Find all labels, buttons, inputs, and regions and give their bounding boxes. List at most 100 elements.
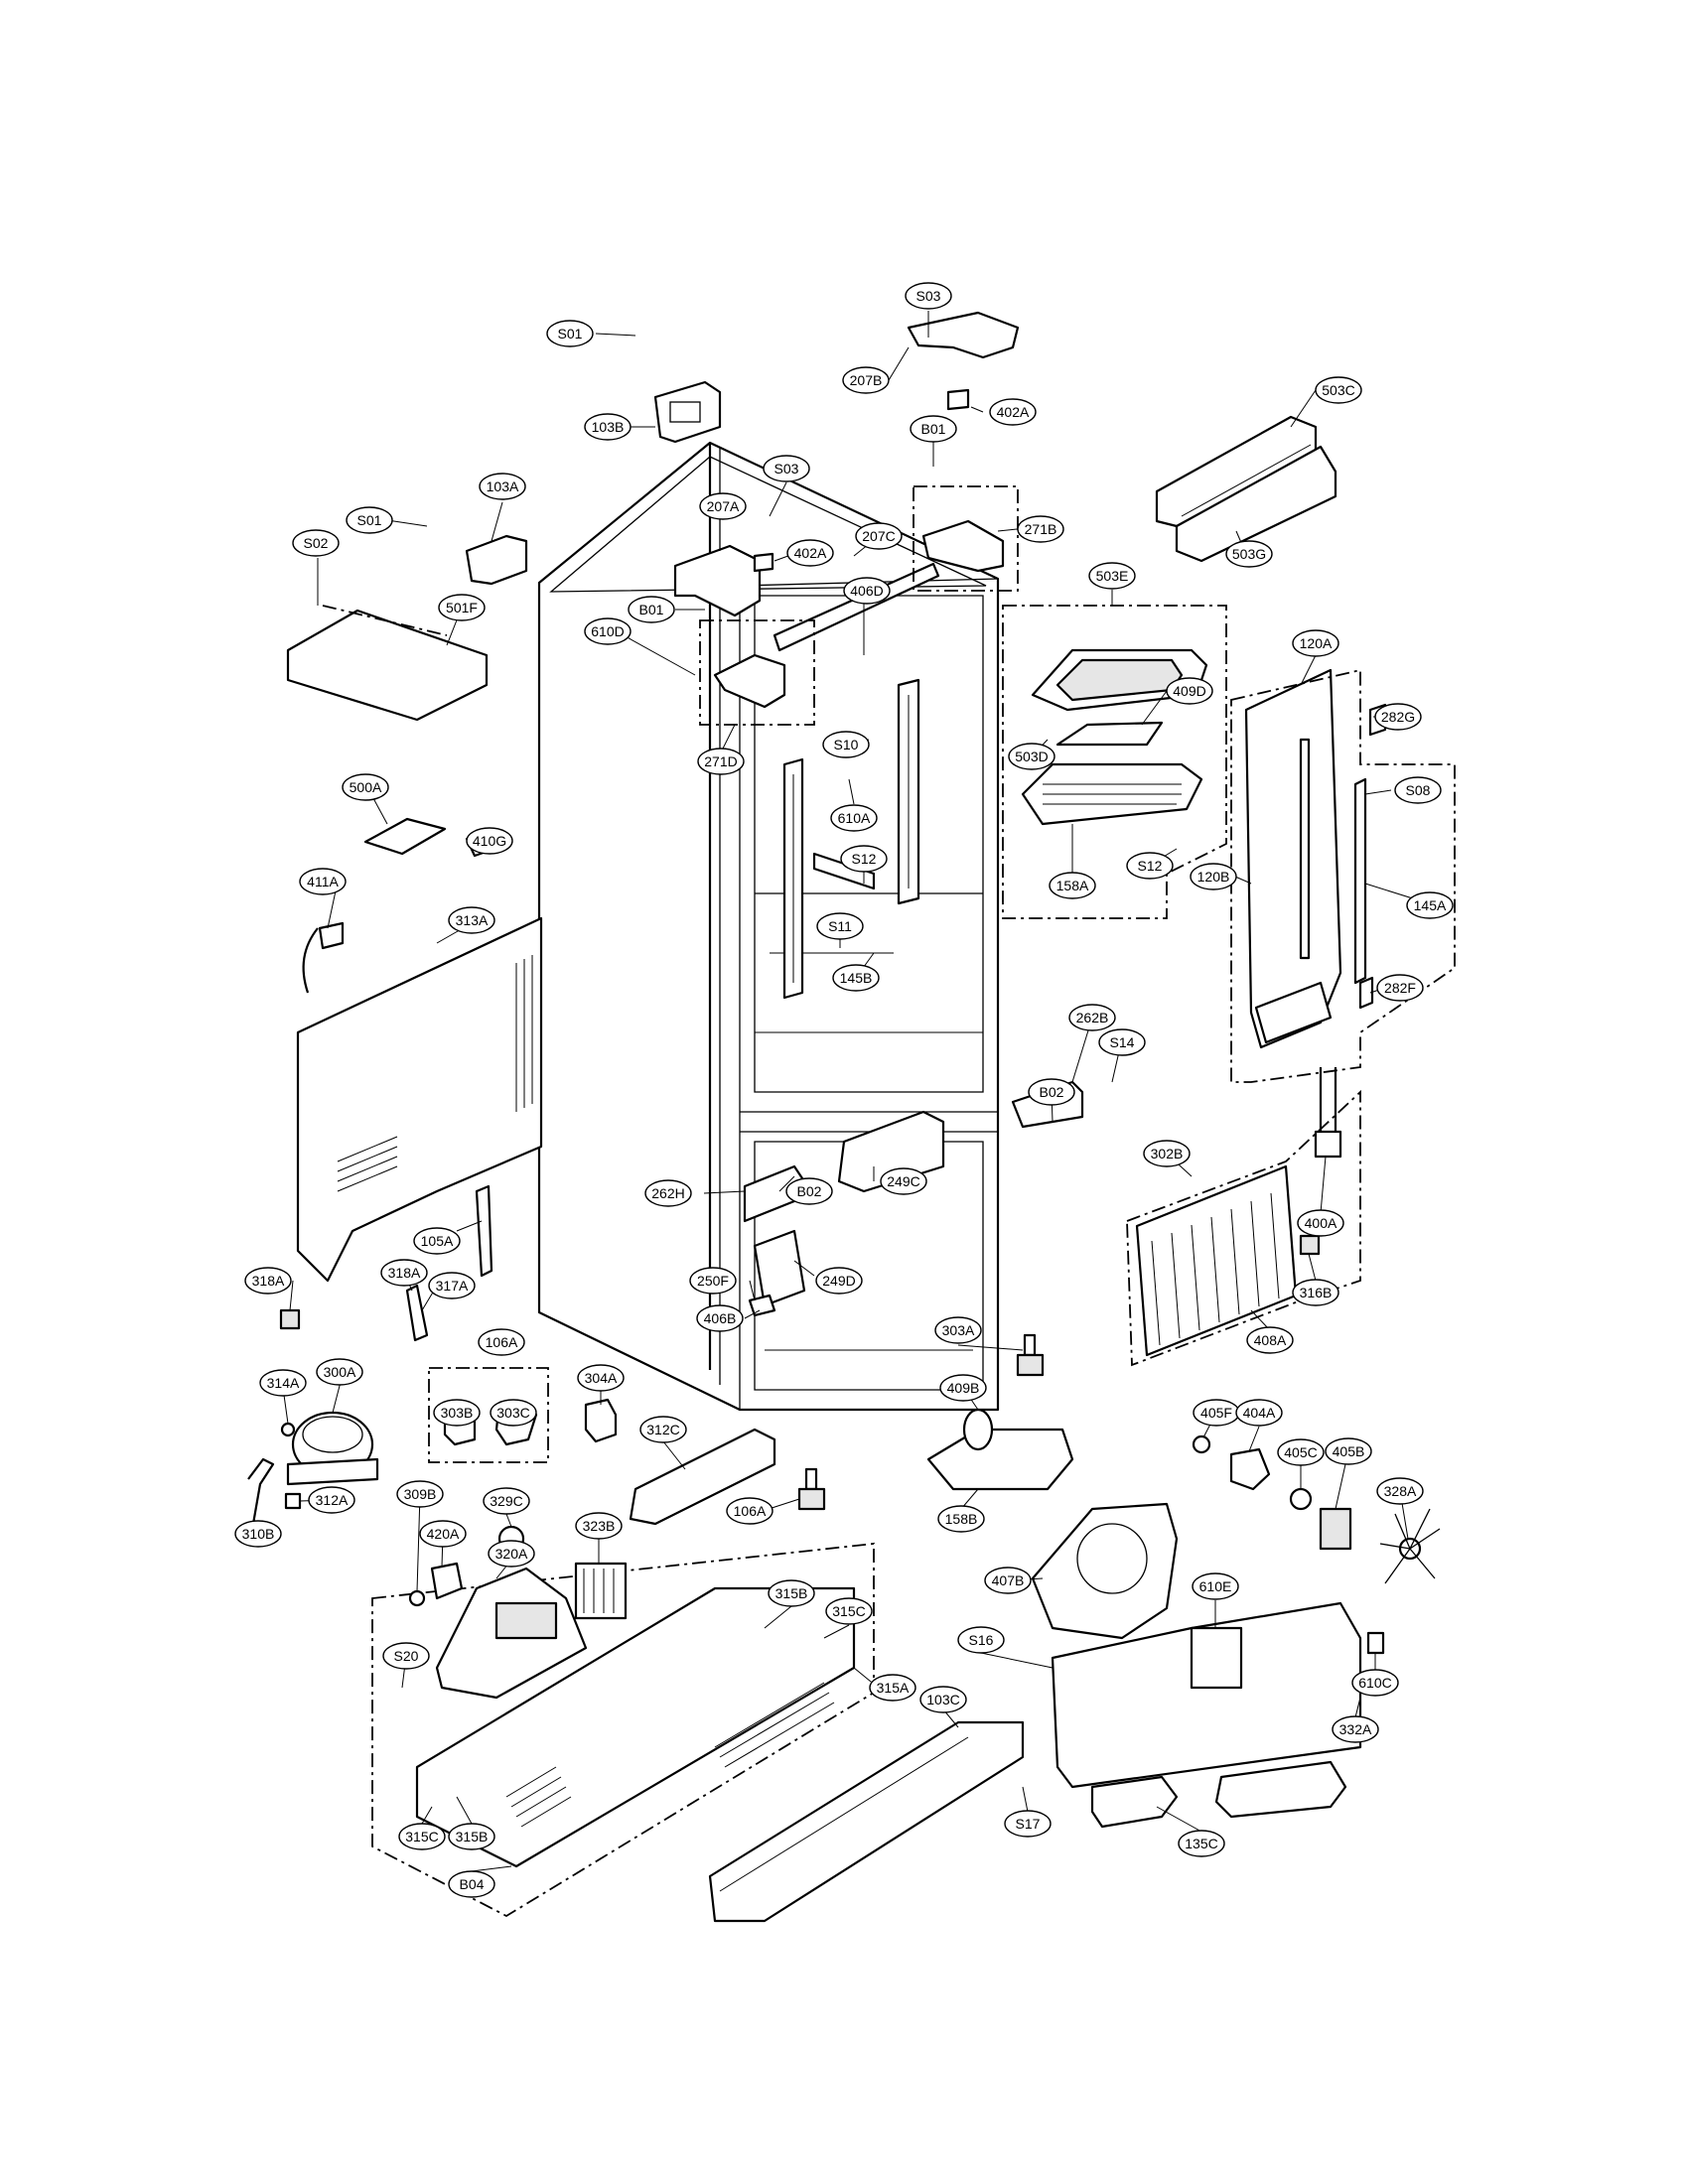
part-label: 271D	[697, 748, 745, 775]
part-label: 312A	[308, 1486, 355, 1514]
part-label-bubble	[479, 473, 526, 500]
evap-plate-409d	[1055, 721, 1164, 747]
part-label: S16	[957, 1626, 1005, 1654]
part-label-bubble	[1049, 872, 1096, 899]
part-label-bubble	[1192, 1572, 1239, 1600]
part-label-text: 500A	[350, 779, 382, 795]
part-label-text: 315C	[832, 1603, 865, 1619]
part-label: B04	[448, 1870, 495, 1898]
part-label-text: 313A	[456, 912, 489, 928]
part-label-text: S20	[394, 1648, 419, 1664]
part-label-bubble	[1394, 776, 1442, 804]
part-label: S03	[905, 282, 952, 310]
part-label: 282G	[1374, 703, 1422, 731]
part-label-bubble	[815, 1267, 863, 1295]
part-label-text: 135C	[1185, 1836, 1217, 1851]
part-label-bubble	[697, 748, 745, 775]
part-label: 304A	[577, 1364, 625, 1392]
part-label-text: 408A	[1254, 1332, 1287, 1348]
duct-120a	[1244, 668, 1342, 1049]
cover-plate-guides	[322, 605, 448, 636]
relay-group-303a-frame	[428, 1367, 549, 1463]
part-label-text: 610A	[838, 810, 871, 826]
part-label-text: 207C	[862, 528, 895, 544]
part-label-bubble	[244, 1267, 292, 1295]
part-label: B01	[910, 415, 957, 443]
hinge-cover-207a	[673, 544, 762, 617]
part-label-text: S08	[1406, 782, 1431, 798]
part-label: 302B	[1143, 1140, 1191, 1167]
group-271b-frame	[913, 485, 1019, 592]
part-label: 120B	[1190, 863, 1237, 890]
part-label-bubble	[989, 398, 1037, 426]
part-label-bubble	[644, 1179, 692, 1207]
part-label-bubble	[696, 1304, 744, 1332]
group-271d-frame	[699, 619, 815, 726]
part-label: 207C	[855, 522, 903, 550]
part-label-bubble	[1376, 974, 1424, 1002]
part-label: S01	[546, 320, 594, 347]
harness-411a	[302, 921, 345, 994]
part-label-bubble	[1126, 852, 1174, 880]
part-label-bubble	[308, 1486, 355, 1514]
part-label-text: 407B	[992, 1572, 1025, 1588]
evaporator-fins	[1151, 1192, 1280, 1346]
part-label-text: 315C	[405, 1829, 438, 1844]
coil-323b-detail	[583, 1569, 615, 1613]
part-label-text: 409B	[947, 1380, 980, 1396]
bushing-405c	[1289, 1487, 1313, 1511]
part-label-bubble	[937, 1505, 985, 1533]
part-label-text: 610D	[591, 623, 624, 639]
part-label-bubble	[428, 1272, 476, 1299]
part-label-bubble	[880, 1167, 927, 1195]
part-label-bubble	[910, 415, 957, 443]
connector-402a	[753, 552, 774, 573]
part-label-bubble	[1004, 1810, 1052, 1838]
part-label-bubble	[1008, 743, 1055, 770]
part-label-bubble	[234, 1520, 282, 1548]
part-label: 316B	[1292, 1279, 1339, 1306]
part-label-bubble	[1277, 1438, 1325, 1466]
part-label-text: 317A	[436, 1278, 469, 1294]
part-label-bubble	[483, 1487, 530, 1515]
part-label-text: 282G	[1381, 709, 1415, 725]
part-label-bubble	[398, 1823, 446, 1850]
part-label-text: 103A	[487, 478, 519, 494]
part-label-text: 315B	[775, 1585, 808, 1601]
part-label-text: S02	[304, 535, 329, 551]
rail-right	[897, 678, 920, 905]
part-label-bubble	[448, 906, 495, 934]
part-label-text: 318A	[388, 1265, 421, 1281]
part-label: 407B	[984, 1567, 1032, 1594]
part-label-bubble	[292, 529, 340, 557]
part-label: 303B	[433, 1399, 481, 1427]
part-label: 503C	[1315, 376, 1362, 404]
part-label-text: S03	[916, 288, 941, 304]
part-label: 249C	[880, 1167, 927, 1195]
part-label-bubble	[1406, 891, 1454, 919]
part-label-text: S16	[969, 1632, 994, 1648]
part-label: 410G	[466, 827, 513, 855]
part-label: B02	[1028, 1078, 1075, 1106]
part-label-bubble	[1098, 1028, 1146, 1056]
part-label-text: S14	[1110, 1034, 1135, 1050]
part-label-bubble	[490, 1399, 537, 1427]
part-label: 103B	[584, 413, 632, 441]
hinge-top-right	[921, 519, 1005, 573]
rail-left	[782, 757, 804, 1000]
part-label-bubble	[1088, 562, 1136, 590]
part-label-text: S01	[357, 512, 382, 528]
part-label: 303A	[934, 1316, 982, 1344]
part-label-bubble	[380, 1259, 428, 1287]
part-label: 320A	[488, 1540, 535, 1568]
part-label-bubble	[1292, 1279, 1339, 1306]
part-label: 328A	[1376, 1477, 1424, 1505]
part-label: B01	[628, 596, 675, 623]
part-label: 262H	[644, 1179, 692, 1207]
part-label-bubble	[1235, 1399, 1283, 1427]
part-label-text: 400A	[1305, 1215, 1337, 1231]
part-label: 145A	[1406, 891, 1454, 919]
part-label-bubble	[419, 1520, 467, 1548]
part-label: 323B	[575, 1512, 623, 1540]
part-label-bubble	[763, 455, 810, 482]
